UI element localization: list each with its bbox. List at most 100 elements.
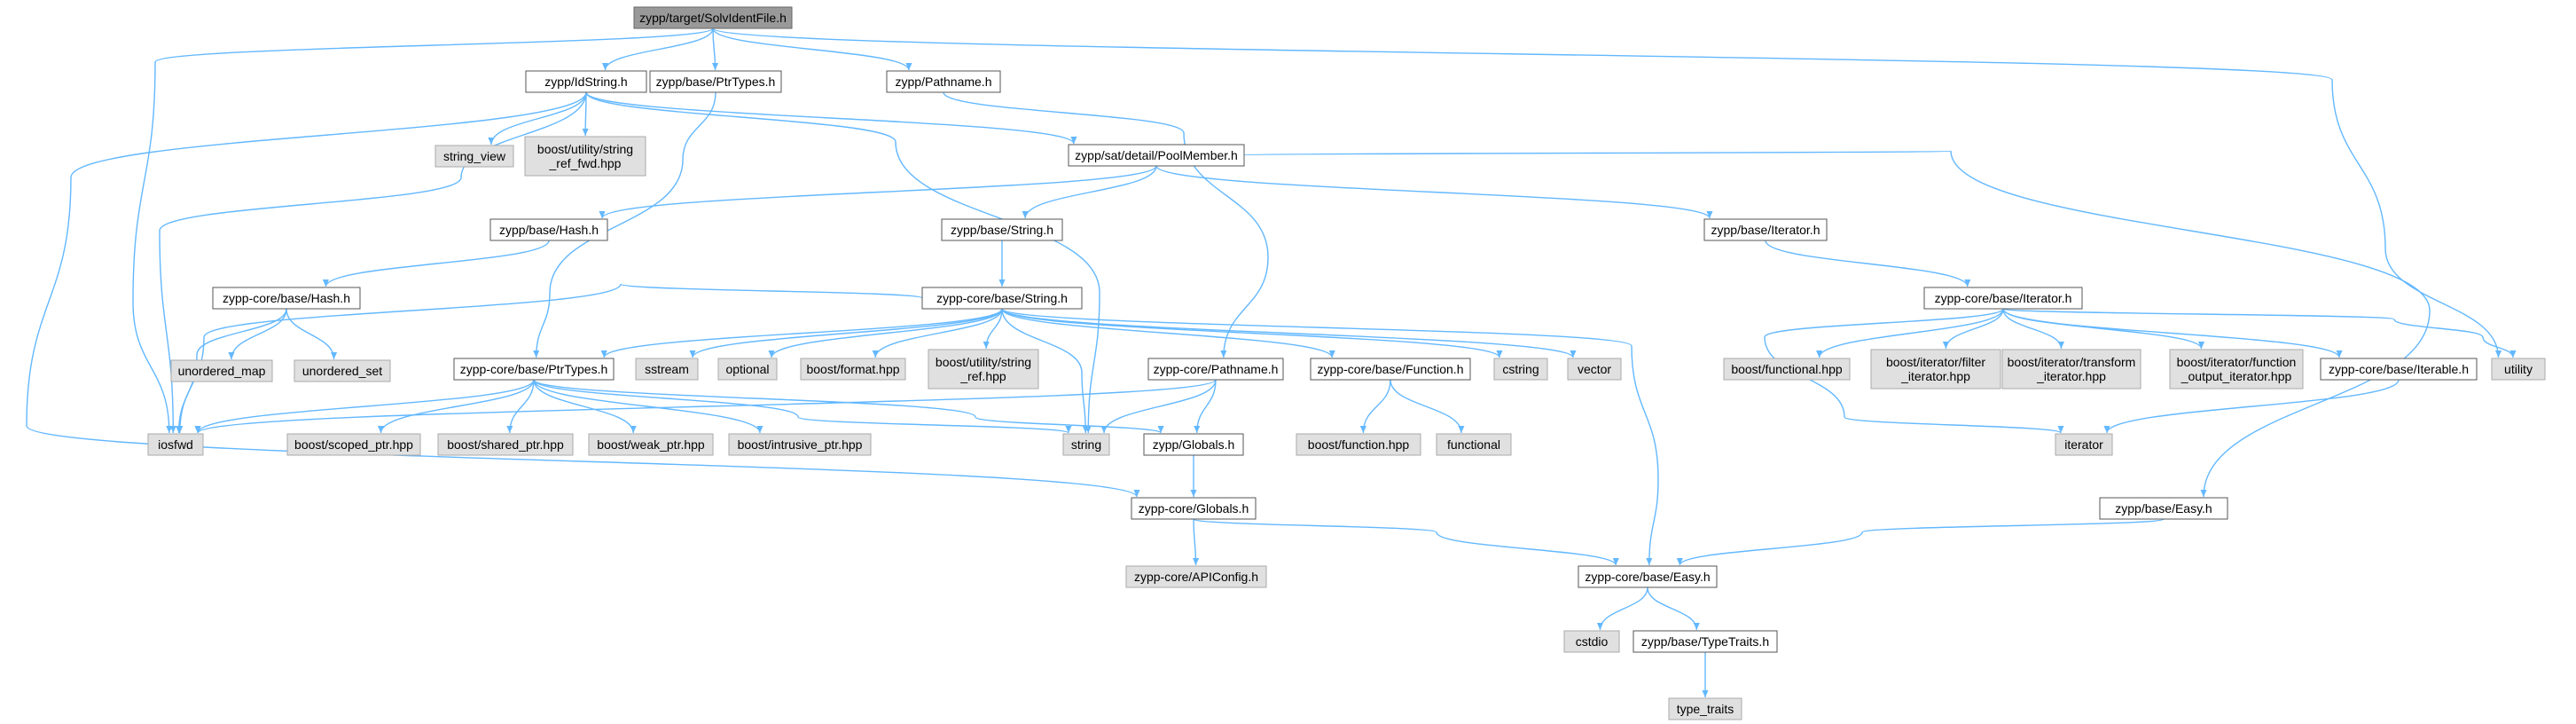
node-label: zypp-core/APIConfig.h xyxy=(1134,570,1258,584)
node-label: zypp/target/SolvIdentFile.h xyxy=(639,11,787,25)
edge-poolmember-to-easy_h xyxy=(1243,150,2431,498)
node-label: zypp/Pathname.h xyxy=(896,75,992,89)
node-label: sstream xyxy=(645,362,689,376)
node-box xyxy=(886,70,1001,93)
node-label: zypp-core/base/Iterator.h xyxy=(1935,291,2072,305)
edge-hash-to-core_hash xyxy=(322,240,550,287)
node-iterator: iterator xyxy=(2055,433,2113,456)
node-label: zypp-core/base/PtrTypes.h xyxy=(460,362,608,376)
dependency-nodes: zypp/target/SolvIdentFile.h zypp/IdString… xyxy=(147,6,2546,720)
node-core-iterable[interactable]: zypp-core/base/Iterable.h xyxy=(2320,358,2478,381)
node-box xyxy=(1125,565,1267,588)
node-label: zypp-core/base/String.h xyxy=(936,291,1068,305)
node-box xyxy=(524,136,646,177)
node-label: zypp/base/TypeTraits.h xyxy=(1641,634,1769,649)
edge-core_function-to-boost_function xyxy=(1359,379,1391,434)
edge-idstring-to-iosfwd xyxy=(159,91,587,434)
edge-core_iterator-to-core_iterable xyxy=(2002,308,2343,358)
node-box xyxy=(286,433,421,456)
node-label: zypp-core/Pathname.h xyxy=(1154,362,1279,376)
node-core-easy[interactable]: zypp-core/base/Easy.h xyxy=(1578,565,1718,588)
edge-core_iterator-to-utility xyxy=(2002,308,2517,358)
node-core-ptrtypes[interactable]: zypp-core/base/PtrTypes.h xyxy=(453,358,615,381)
node-label: zypp-core/Globals.h xyxy=(1139,501,1249,515)
node-optional: optional xyxy=(717,358,778,381)
edge-core_globals-to-apiconfig xyxy=(1192,518,1200,566)
node-core-globals[interactable]: zypp-core/Globals.h xyxy=(1131,497,1257,520)
node-box xyxy=(170,359,273,382)
node-ptrtypes[interactable]: zypp/base/PtrTypes.h xyxy=(649,70,782,93)
node-label: iosfwd xyxy=(158,437,193,452)
edge-core_string-to-core_ptrtypes xyxy=(600,308,1003,358)
edge-core_string-to-boost_format xyxy=(872,308,1003,358)
node-label: string_view xyxy=(443,149,506,163)
node-box xyxy=(453,358,615,381)
edge-core_function-to-functional xyxy=(1390,379,1465,434)
node-unordered-map: unordered_map xyxy=(170,359,273,382)
node-box xyxy=(1567,358,1622,381)
node-label: boost/iterator/filter xyxy=(1886,355,1985,369)
node-core-function[interactable]: zypp-core/base/Function.h xyxy=(1310,358,1471,381)
node-core-iterator[interactable]: zypp-core/base/Iterator.h xyxy=(1923,287,2083,310)
edge-core_string-to-cstring xyxy=(1001,308,1503,358)
node-box xyxy=(1310,358,1471,381)
node-box xyxy=(649,70,782,93)
edge-core_easy-to-cstdio xyxy=(1596,586,1648,631)
node-string-ref-fwd: boost/utility/string_ref_fwd.hpp xyxy=(524,136,646,177)
node-box xyxy=(1870,349,2001,390)
node-label: iterator xyxy=(2064,437,2103,452)
node-box xyxy=(2491,358,2546,381)
node-label: zypp/base/String.h xyxy=(951,223,1053,237)
node-typetraits[interactable]: zypp/base/TypeTraits.h xyxy=(1633,630,1778,653)
node-box xyxy=(1563,630,1620,653)
node-label: boost/iterator/transform xyxy=(2008,355,2136,369)
node-label: cstdio xyxy=(1576,634,1609,649)
node-apiconfig: zypp-core/APIConfig.h xyxy=(1125,565,1267,588)
node-idstring[interactable]: zypp/IdString.h xyxy=(525,70,647,93)
edge-core_hash-to-unordered_map xyxy=(228,308,287,360)
node-box xyxy=(921,287,1083,310)
node-label: zypp-core/base/Iterable.h xyxy=(2329,362,2469,376)
node-transform-iterator: boost/iterator/transform_iterator.hpp xyxy=(2001,349,2141,390)
node-label: boost/weak_ptr.hpp xyxy=(597,437,705,452)
node-string-h[interactable]: zypp/base/String.h xyxy=(941,218,1063,241)
edge-core_ptrtypes-to-intrusive_ptr xyxy=(533,379,763,434)
node-label: functional xyxy=(1447,437,1500,452)
node-label: boost/iterator/function xyxy=(2177,355,2297,369)
edge-poolmember-to-string_h xyxy=(1022,165,1157,219)
node-box xyxy=(1436,433,1512,456)
node-label: zypp/sat/detail/PoolMember.h xyxy=(1075,148,1238,162)
node-iterator-h[interactable]: zypp/base/Iterator.h xyxy=(1703,218,1828,241)
node-cstring: cstring xyxy=(1493,358,1548,381)
node-easy-h[interactable]: zypp/base/Easy.h xyxy=(2099,497,2228,520)
edge-core_iterator-to-transform_iterator xyxy=(2002,308,2065,350)
node-core-hash[interactable]: zypp-core/base/Hash.h xyxy=(212,287,361,310)
node-label: boost/functional.hpp xyxy=(1731,362,1843,376)
node-poolmember[interactable]: zypp/sat/detail/PoolMember.h xyxy=(1068,144,1245,167)
edge-core_string-to-string_ref xyxy=(983,308,1003,350)
node-root[interactable]: zypp/target/SolvIdentFile.h xyxy=(633,6,793,29)
node-iosfwd: iosfwd xyxy=(147,433,204,456)
edge-core_string-to-optional xyxy=(768,308,1003,358)
node-box xyxy=(2169,349,2304,390)
node-box xyxy=(2320,358,2478,381)
node-label: zypp-core/base/Easy.h xyxy=(1585,570,1710,584)
edge-idstring-to-string_view xyxy=(488,91,587,146)
edge-core_string-to-vector xyxy=(1001,308,1577,358)
node-label: boost/scoped_ptr.hpp xyxy=(294,437,413,452)
edge-core_iterator-to-boost_functional xyxy=(1816,308,2004,358)
node-core-pathname[interactable]: zypp-core/Pathname.h xyxy=(1147,358,1284,381)
node-box xyxy=(2055,433,2113,456)
node-cstdio: cstdio xyxy=(1563,630,1620,653)
node-utility: utility xyxy=(2491,358,2546,381)
node-hash[interactable]: zypp/base/Hash.h xyxy=(489,218,608,241)
node-globals[interactable]: zypp/Globals.h xyxy=(1143,433,1244,456)
node-string-view: string_view xyxy=(435,145,514,168)
edge-iterator_h-to-core_iterator xyxy=(1765,240,1971,287)
node-label: vector xyxy=(1578,362,1611,376)
node-label: zypp/IdString.h xyxy=(544,75,627,89)
node-core-string[interactable]: zypp-core/base/String.h xyxy=(921,287,1083,310)
node-pathname[interactable]: zypp/Pathname.h xyxy=(886,70,1001,93)
edge-core_ptrtypes-to-string xyxy=(533,379,1072,434)
node-string-ref: boost/utility/string_ref.hpp xyxy=(928,349,1039,390)
